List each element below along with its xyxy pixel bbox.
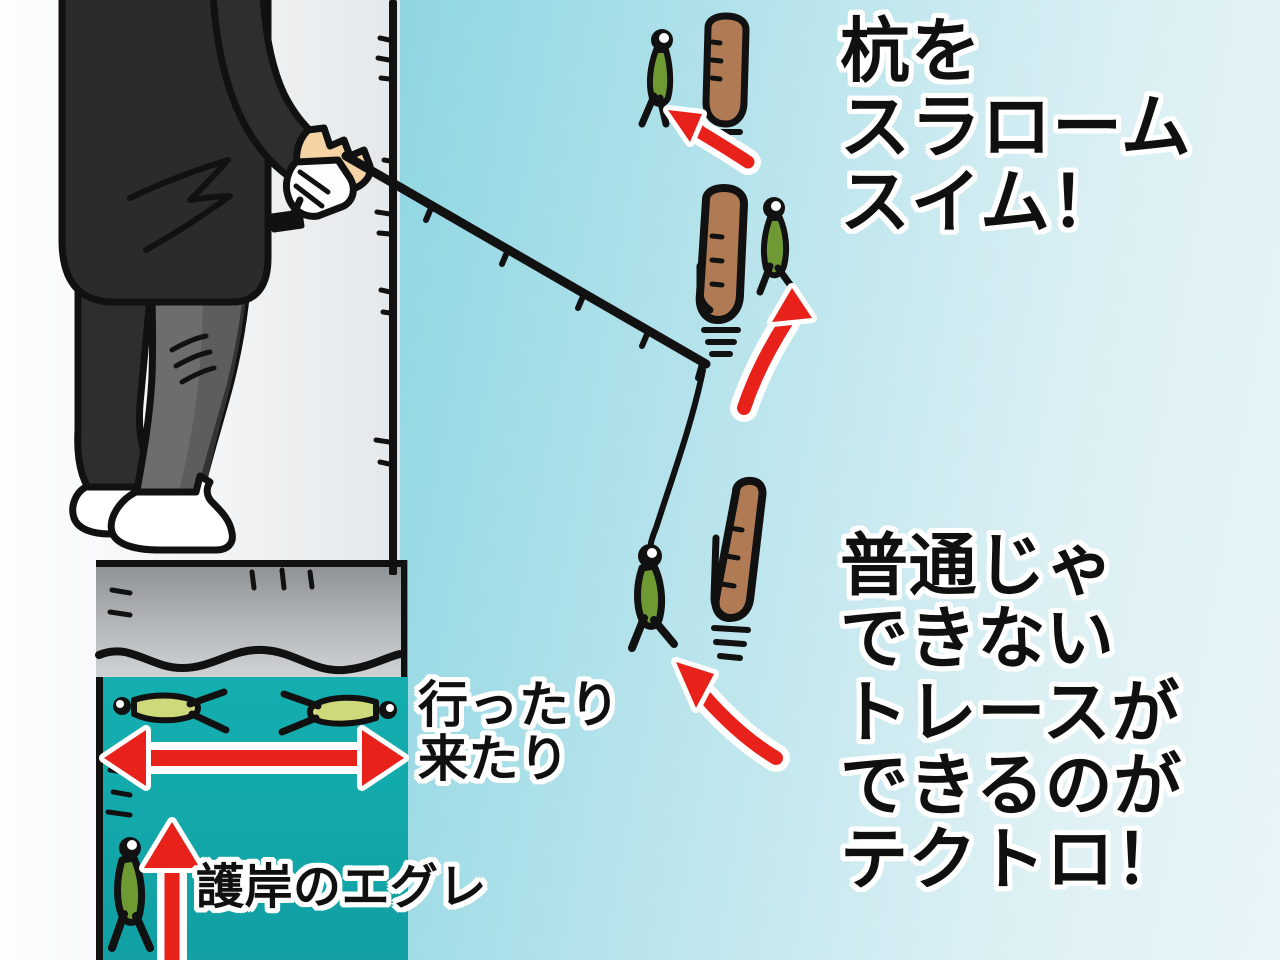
caption-ittari-kitari: 行ったり 来たり: [418, 677, 620, 787]
seawall-edge: [389, 0, 397, 575]
caption-tekutoro: 普通じゃ できない トレースが できるのが テクトロ！: [840, 528, 1184, 898]
caption-gogan-no-egure: 護岸のエグレ: [196, 861, 487, 914]
bank-face-gray: [96, 560, 407, 677]
caption-kui-slalom: 杭を スラローム スイム！: [840, 12, 1192, 242]
